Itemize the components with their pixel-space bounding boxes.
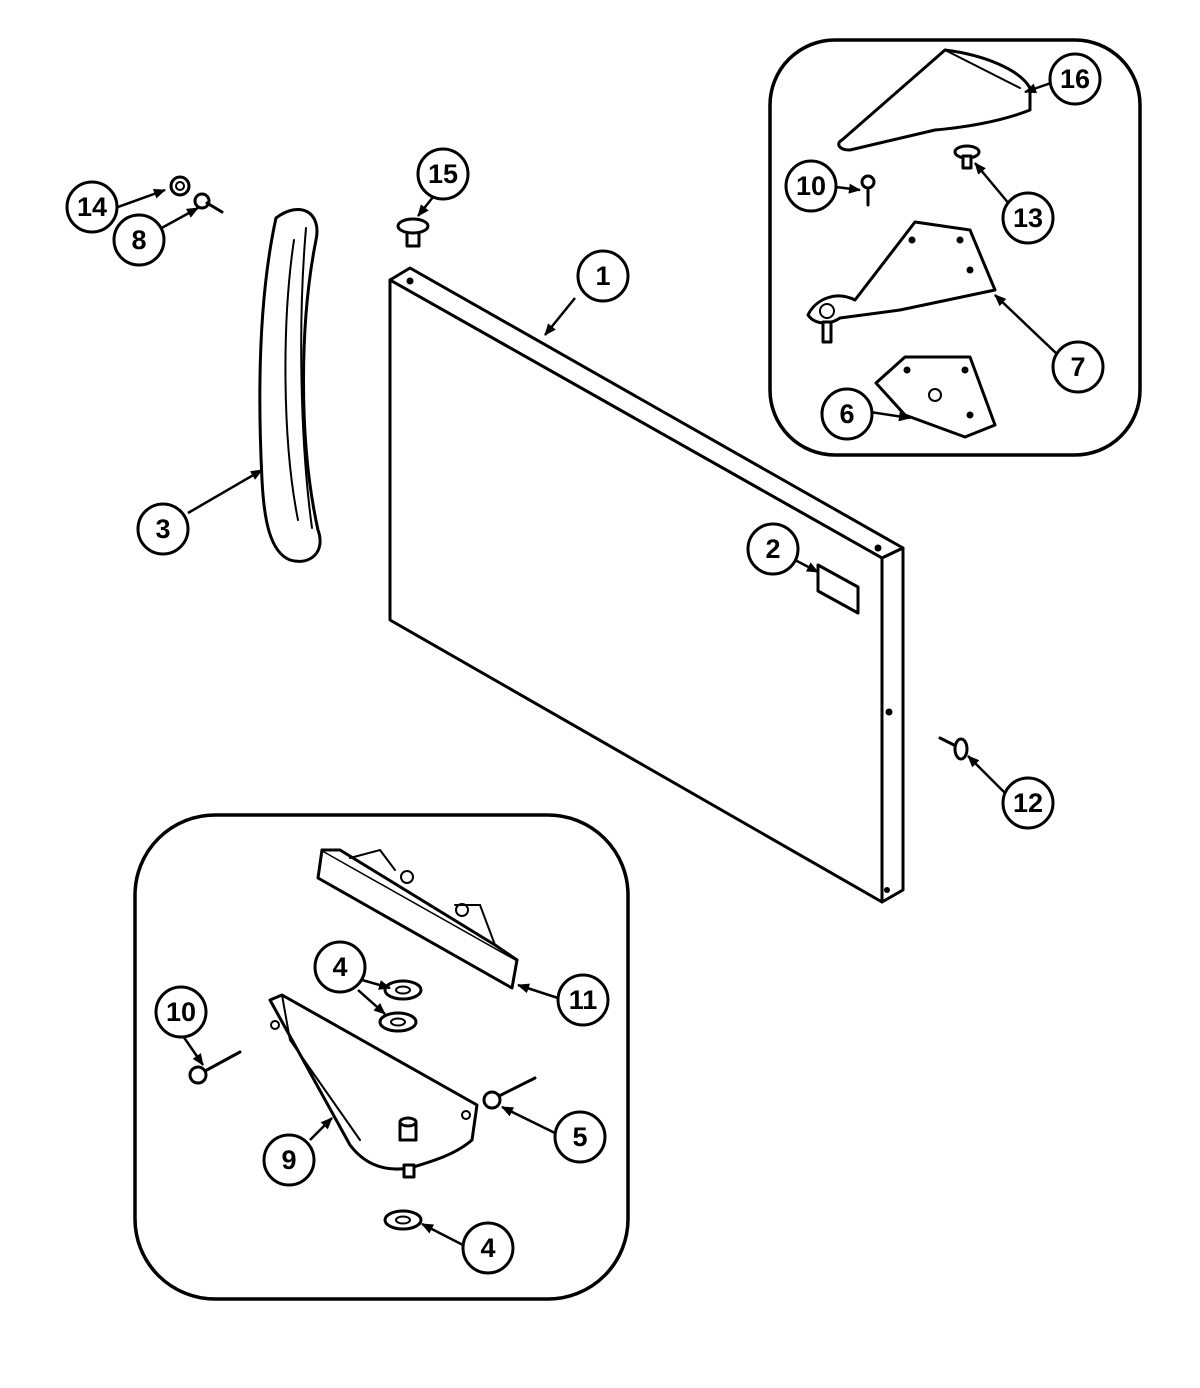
- callout-10-bottom: 10: [154, 985, 208, 1039]
- svg-text:12: 12: [1013, 788, 1043, 818]
- callout-14: 14: [65, 180, 119, 234]
- cap-nut-icon: [169, 175, 191, 197]
- door-handle-icon: [258, 208, 322, 563]
- bottom-hinge-screw-icon: [188, 1050, 242, 1085]
- door-stop-icon: [316, 848, 519, 990]
- callout-7: 7: [1051, 340, 1105, 394]
- svg-text:1: 1: [595, 261, 610, 291]
- leader-lines: [117, 81, 1059, 1247]
- callout-12: 12: [1001, 776, 1055, 830]
- callout-5: 5: [553, 1110, 607, 1164]
- callout-16: 16: [1048, 52, 1102, 106]
- svg-text:5: 5: [572, 1122, 587, 1152]
- svg-text:10: 10: [166, 997, 196, 1027]
- callout-15: 15: [416, 147, 470, 201]
- svg-text:10: 10: [796, 171, 826, 201]
- callout-6: 6: [820, 387, 874, 441]
- callout-9: 9: [262, 1133, 316, 1187]
- svg-text:4: 4: [332, 952, 347, 982]
- svg-text:2: 2: [765, 534, 780, 564]
- handle-screw-icon: [193, 192, 224, 214]
- callout-8: 8: [112, 213, 166, 267]
- top-hinge-icon: [806, 220, 997, 344]
- door-panel-icon: [388, 266, 905, 904]
- svg-text:4: 4: [480, 1233, 495, 1263]
- plug-icon: [396, 217, 430, 248]
- svg-text:16: 16: [1060, 64, 1090, 94]
- callout-2: 2: [746, 522, 800, 576]
- callout-11: 11: [556, 973, 610, 1027]
- svg-text:13: 13: [1013, 203, 1043, 233]
- callout-13: 13: [1001, 191, 1055, 245]
- top-hinge-screw-icon: [860, 174, 876, 207]
- callout-1: 1: [576, 249, 630, 303]
- callout-4-top: 4: [313, 940, 367, 994]
- callout-3: 3: [136, 502, 190, 556]
- svg-text:14: 14: [77, 192, 107, 222]
- svg-text:15: 15: [428, 159, 458, 189]
- svg-text:11: 11: [569, 985, 598, 1015]
- lower-hinge-icon: [268, 993, 479, 1179]
- svg-text:8: 8: [131, 225, 146, 255]
- svg-text:7: 7: [1070, 352, 1085, 382]
- callout-10-top: 10: [784, 159, 838, 213]
- nameplate-icon: [816, 563, 860, 615]
- svg-text:9: 9: [281, 1145, 296, 1175]
- washer-icon: [378, 979, 423, 1231]
- svg-text:3: 3: [155, 514, 170, 544]
- hinge-screw-icon: [482, 1076, 537, 1110]
- hinge-cover-icon: [837, 48, 1032, 152]
- svg-text:6: 6: [839, 399, 854, 429]
- callout-4-bottom: 4: [461, 1221, 515, 1275]
- door-pin-icon: [938, 736, 969, 761]
- hinge-cap-icon: [953, 144, 981, 170]
